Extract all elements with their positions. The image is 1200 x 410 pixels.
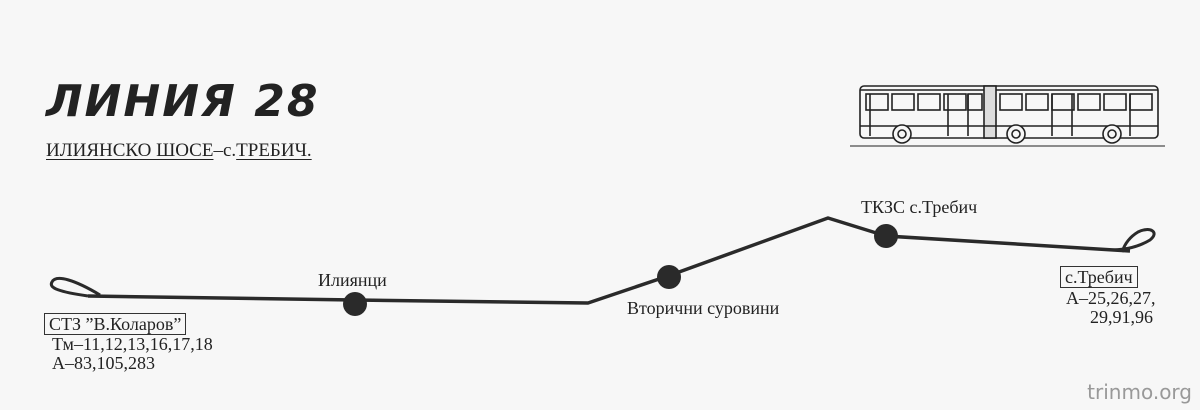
stop-label-iliyantsi: Илиянци xyxy=(318,270,387,290)
connection-line: Тм–11,12,13,16,17,18 xyxy=(52,334,213,354)
connections-stz-kolarov: Тм–11,12,13,16,17,18 А–83,105,283 xyxy=(52,335,213,373)
route-separator: –с. xyxy=(213,140,237,161)
route-origin: ИЛИЯНСКО ШОСЕ xyxy=(46,140,214,161)
connection-line: А–83,105,283 xyxy=(52,353,155,373)
stop-label-vtorichni: Вторични суровини xyxy=(627,298,780,318)
watermark: trinmo.org xyxy=(1087,380,1192,404)
line-title: ЛИНИЯ 28 xyxy=(46,76,320,127)
stop-label-trebich: с.Требич xyxy=(1060,266,1138,288)
connection-line: А–25,26,27, xyxy=(1066,288,1156,308)
stop-dot-iliyantsi xyxy=(343,292,367,316)
route-line xyxy=(87,216,1131,305)
route-destination: ТРЕБИЧ. xyxy=(236,140,312,161)
terminus-loop-left xyxy=(49,277,101,298)
stop-label-tkzs-trebich: ТКЗС с.Требич xyxy=(861,197,978,217)
connections-trebich: А–25,26,27, 29,91,96 xyxy=(1066,289,1156,327)
stop-dot-tkzs xyxy=(874,224,898,248)
stop-dot-vtorichni xyxy=(657,265,681,289)
terminus-loop-right xyxy=(1109,228,1156,253)
stop-label-stz-kolarov: СТЗ ”В.Коларов” xyxy=(44,313,187,335)
route-subtitle: ИЛИЯНСКО ШОСЕ–с.ТРЕБИЧ. xyxy=(46,140,312,162)
articulated-bus-icon xyxy=(850,85,1165,147)
connection-line: 29,91,96 xyxy=(1090,307,1153,327)
